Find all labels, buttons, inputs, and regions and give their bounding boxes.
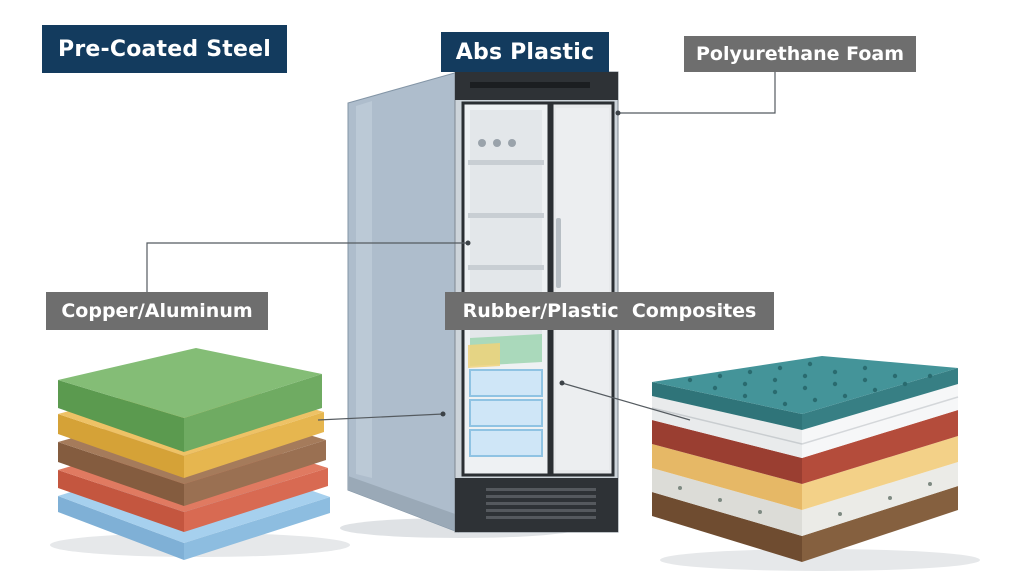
layer-teal — [802, 368, 958, 430]
leader-dot — [440, 411, 446, 417]
left-material-stack — [58, 348, 330, 560]
layer-blue — [58, 496, 184, 560]
speckle — [718, 498, 722, 502]
layer-brown — [652, 492, 802, 562]
layer-red — [652, 420, 802, 484]
layer-teal — [652, 382, 802, 430]
fridge-shelf — [468, 160, 544, 165]
label-polyurethane-foam: Polyurethane Foam — [684, 36, 916, 72]
layer-brown — [184, 440, 326, 506]
leader-polyurethane-foam — [618, 70, 776, 114]
grille-slot — [486, 495, 596, 498]
steel-side-highlight — [356, 101, 372, 478]
grille-slot — [486, 516, 596, 519]
grille-slot — [486, 488, 596, 491]
grille-slot — [486, 502, 596, 505]
label-abs-plastic: Abs Plastic — [441, 32, 609, 72]
layer-yellow — [652, 444, 802, 510]
door-texture — [556, 108, 609, 470]
layer-green — [58, 348, 322, 418]
interior-light — [508, 139, 516, 147]
label-copper-aluminum: Copper/Aluminum — [46, 292, 268, 330]
leader-copper-aluminum — [146, 242, 468, 292]
speckle — [888, 496, 892, 500]
layer-yellow — [802, 436, 958, 510]
grille-slot — [486, 509, 596, 512]
layer-speckled — [652, 468, 802, 536]
leader-left-stack — [317, 413, 444, 421]
right-material-stack — [651, 356, 959, 562]
top-grille-slot — [470, 82, 590, 88]
layer-brown — [802, 486, 958, 562]
layer-red — [58, 470, 184, 532]
layer-line — [651, 407, 803, 445]
layer-brown — [58, 442, 184, 506]
layer-speckled — [802, 462, 958, 536]
layer-yellow — [58, 414, 184, 478]
freezer-drawer — [469, 399, 543, 427]
freezer-drawer — [469, 369, 543, 397]
speckle — [838, 512, 842, 516]
layer-red — [802, 410, 958, 484]
interior-light — [493, 139, 501, 147]
fridge-shelf — [468, 265, 544, 270]
layer-red — [184, 468, 328, 532]
interior-light — [478, 139, 486, 147]
speckle — [678, 486, 682, 490]
layer-green — [184, 374, 322, 452]
label-rubber-plastic-composites: Rubber/Plastic Composites — [445, 292, 774, 330]
speckle — [928, 482, 932, 486]
leader-dot — [615, 110, 621, 116]
freezer-drawer — [469, 429, 543, 457]
fridge-shelf — [468, 213, 544, 218]
leader-dot — [559, 380, 565, 386]
leader-end-dots — [440, 110, 621, 417]
leader-right-stack — [561, 382, 691, 421]
layer-green — [58, 380, 184, 452]
leader-lines — [146, 70, 776, 421]
speckle — [758, 510, 762, 514]
layer-line — [801, 396, 959, 445]
layer-yellow — [184, 412, 324, 478]
layer-white — [652, 396, 802, 458]
fridge-base — [348, 476, 458, 532]
leader-dot — [465, 240, 471, 246]
perforation-dots — [687, 361, 933, 407]
layer-teal — [652, 356, 958, 414]
door-handle — [556, 218, 561, 288]
layer-blue — [184, 497, 330, 560]
shadow-right-stack — [660, 549, 980, 571]
crisper-drawer-yellow — [468, 343, 500, 368]
label-pre-coated-steel: Pre-Coated Steel — [42, 25, 287, 73]
